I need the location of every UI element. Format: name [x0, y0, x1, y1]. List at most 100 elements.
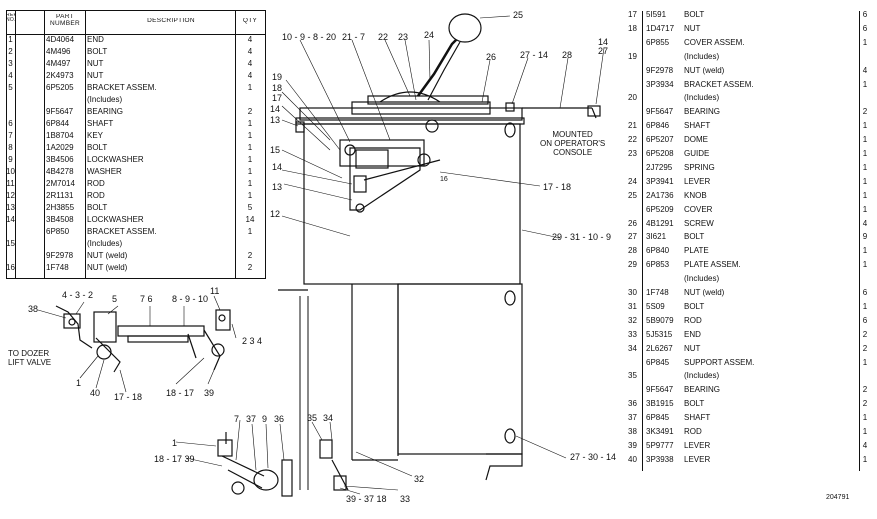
cell-qty: 2: [862, 330, 868, 339]
cell-qty: 9: [862, 233, 868, 242]
cell-ref: 39: [628, 441, 637, 450]
cell-part: 5S09: [646, 302, 665, 311]
mounted-on-console-label: MOUNTED ON OPERATOR'S CONSOLE: [540, 130, 606, 157]
cell-ref: 3: [8, 60, 13, 68]
cell-ref: 28: [628, 247, 637, 256]
cell-ref: 25: [628, 191, 637, 200]
left-table-frame: [6, 10, 266, 279]
callout-5: 5: [112, 294, 118, 304]
callout-18-17-39-lower: 18 - 17 39: [154, 454, 195, 464]
cell-ref: 12: [6, 192, 15, 200]
cell-ref: 40: [628, 455, 637, 464]
cell-qty: 1: [862, 358, 868, 367]
cell-desc: NUT (weld): [87, 252, 128, 260]
cell-ref: 27: [628, 233, 637, 242]
cell-part: 2H3855: [46, 204, 75, 212]
cell-desc: SHAFT: [684, 122, 711, 131]
cell-ref: 2: [8, 48, 13, 56]
cell-part: 6P5207: [646, 136, 674, 145]
cell-desc: BOLT: [684, 233, 705, 242]
callout-25: 25: [513, 10, 524, 20]
cell-qty: 4: [862, 219, 868, 228]
cell-part: 6P844: [46, 120, 70, 128]
cell-part: 6P855: [646, 38, 670, 47]
leader-lines: [37, 15, 605, 495]
cell-desc: (Includes): [684, 372, 720, 381]
cell-desc: (Includes): [684, 94, 720, 103]
callout-9-lower: 9: [262, 414, 268, 424]
callout-17: 17: [272, 93, 283, 103]
cell-part: 9F2978: [646, 66, 674, 75]
cell-qty: 1: [862, 163, 868, 172]
cell-ref: 26: [628, 219, 637, 228]
table-row: (Includes): [6, 96, 265, 106]
cell-ref: 9: [8, 156, 13, 164]
cell-desc: SPRING: [684, 163, 715, 172]
figure-number: 204791: [826, 494, 850, 501]
callout-35: 35: [307, 413, 318, 423]
cell-part: 5B9079: [646, 316, 674, 325]
table-row: 15(Includes): [6, 240, 265, 250]
cell-part: 2J7295: [646, 163, 673, 172]
cell-ref: 13: [6, 204, 15, 212]
cell-desc: (Includes): [87, 240, 123, 248]
cell-qty: 4: [247, 48, 253, 56]
callout-7-lower: 7: [234, 414, 240, 424]
cell-part: 9F2978: [46, 252, 74, 260]
dozer-lift-valve-label: TO DOZER LIFT VALVE: [8, 349, 52, 367]
callout-26: 26: [486, 52, 497, 62]
callout-36: 36: [274, 414, 285, 424]
callout-11: 11: [210, 286, 220, 296]
cell-desc: KNOB: [684, 191, 707, 200]
cell-desc: BRACKET ASSEM.: [87, 228, 157, 236]
cell-desc: NUT (weld): [684, 66, 725, 75]
cell-qty: 2: [862, 108, 868, 117]
cell-ref: 14: [6, 216, 15, 224]
cell-desc: LOCKWASHER: [87, 156, 144, 164]
table-row: (Includes): [624, 275, 870, 285]
cell-qty: 6: [862, 289, 868, 297]
cell-part: 9F5647: [646, 108, 674, 117]
cell-qty: 2: [862, 400, 868, 409]
cell-part: 9F5647: [646, 386, 674, 395]
cell-qty: 1: [247, 180, 253, 188]
cell-desc: NUT: [684, 24, 701, 33]
table-row: 35(Includes): [624, 372, 870, 382]
cell-part: 6P853: [646, 261, 670, 270]
cell-part: 9F5647: [46, 108, 74, 116]
callout-37: 37: [246, 414, 257, 424]
callout-17-18-a: 17 - 18: [543, 182, 572, 192]
callout-39: 39: [204, 388, 215, 398]
cell-desc: GUIDE: [684, 150, 710, 158]
cell-ref: 1: [8, 36, 13, 44]
cell-ref: 24: [628, 177, 637, 186]
lever-knob: [448, 13, 482, 43]
cell-desc: SUPPORT ASSEM.: [684, 358, 755, 367]
cell-ref: 33: [628, 330, 637, 339]
cell-desc: END: [87, 36, 104, 44]
cell-part: 2L6267: [646, 344, 673, 353]
cell-part: 3P3941: [646, 177, 674, 186]
callout-18-17: 18 - 17: [166, 388, 195, 398]
cell-part: 1D4717: [646, 24, 675, 33]
cell-ref: 36: [628, 400, 637, 409]
callout-10-9-8-20: 10 - 9 - 8 - 20: [282, 32, 337, 42]
callout-17-18-b: 17 - 18: [114, 392, 143, 402]
cell-qty: 6: [862, 24, 868, 33]
cell-qty: 1: [862, 80, 868, 89]
cell-qty: 6: [862, 11, 868, 19]
callout-34: 34: [323, 413, 334, 423]
